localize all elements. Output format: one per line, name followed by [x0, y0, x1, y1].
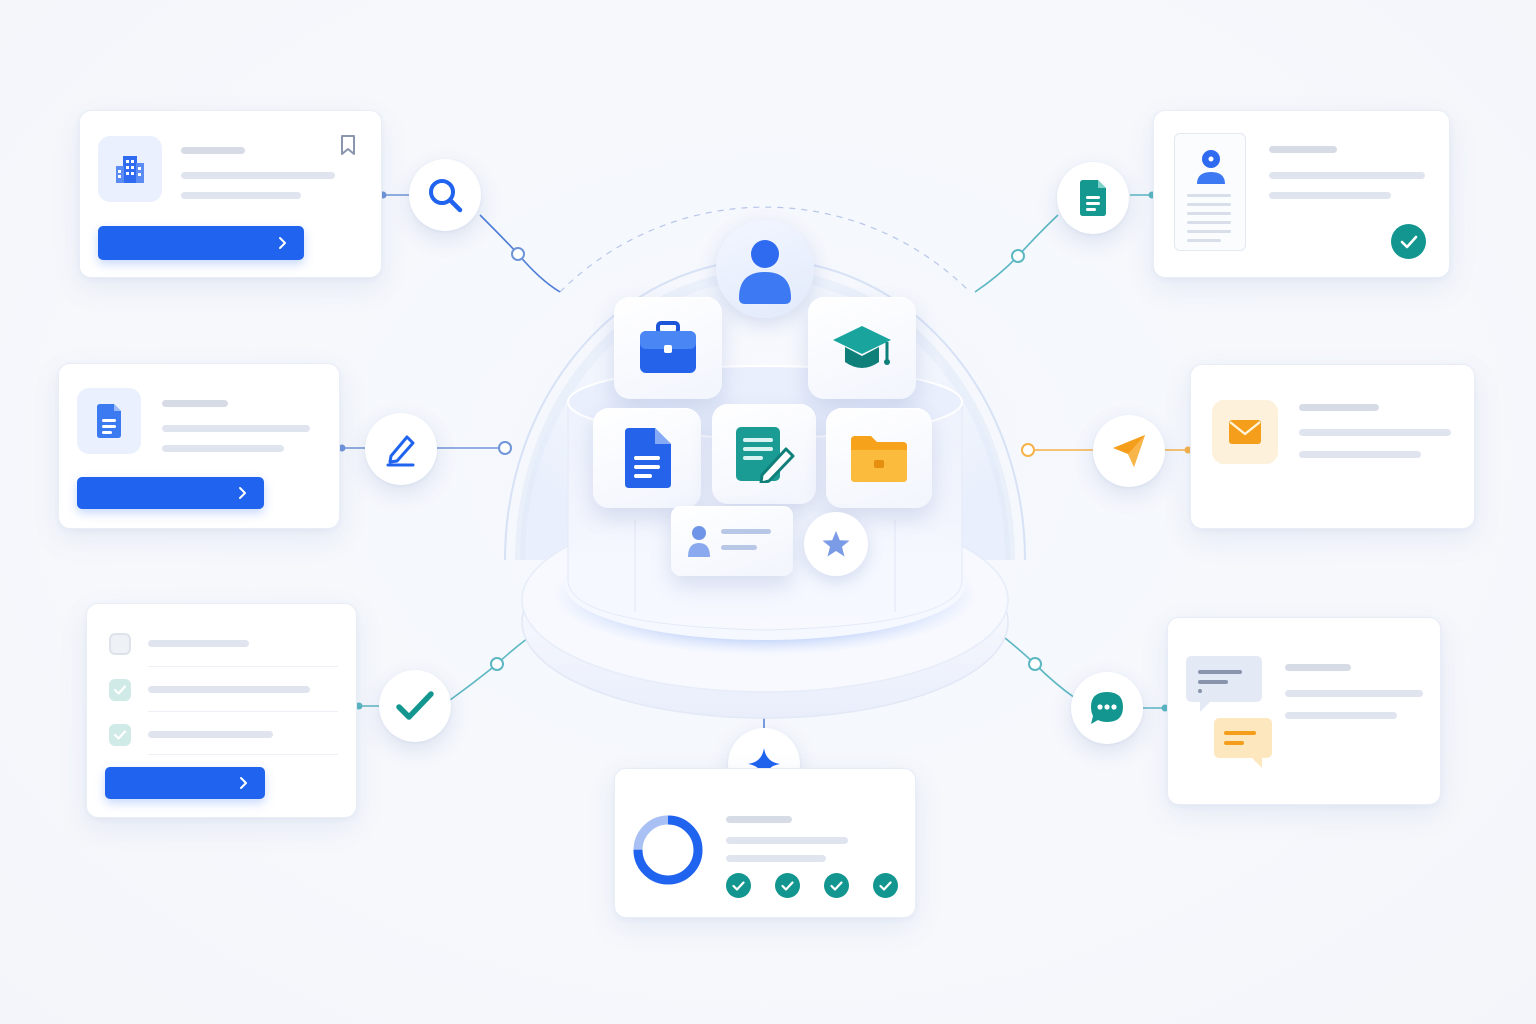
completed-check: [824, 873, 849, 898]
check-node[interactable]: [379, 670, 451, 742]
send-icon: [1113, 435, 1145, 467]
file-icon: [1080, 180, 1106, 216]
bookmark-icon[interactable]: [339, 134, 357, 156]
placeholder-line: [148, 640, 249, 647]
resume-card[interactable]: [1153, 110, 1450, 278]
divider: [148, 754, 338, 755]
edit-node[interactable]: [365, 413, 437, 485]
checkmark-icon: [781, 880, 794, 891]
checkmark-icon: [879, 880, 892, 891]
placeholder-line: [1285, 664, 1351, 671]
checkmark-icon: [830, 880, 843, 891]
mail-icon-tile: [1212, 400, 1278, 464]
placeholder-line: [181, 192, 301, 199]
checkmark-icon: [396, 691, 434, 720]
completed-check: [873, 873, 898, 898]
completed-check: [726, 873, 751, 898]
building-icon: [116, 156, 144, 183]
placeholder-line: [1285, 712, 1397, 719]
search-icon: [429, 179, 463, 213]
checklist-checkbox-checked[interactable]: [109, 679, 131, 701]
messages-card[interactable]: [1167, 617, 1441, 805]
placeholder-line: [726, 855, 826, 862]
send-node[interactable]: [1093, 415, 1165, 487]
document-tile[interactable]: [593, 408, 701, 508]
folder-tile[interactable]: [826, 408, 932, 508]
graduation-cap-icon: [833, 326, 891, 368]
company-icon-tile: [98, 136, 162, 202]
placeholder-line: [1299, 451, 1421, 458]
folder-icon: [851, 436, 907, 482]
divider: [148, 711, 338, 712]
document-icon: [97, 404, 121, 438]
document-card[interactable]: [58, 363, 340, 529]
placeholder-line: [1269, 192, 1391, 199]
checkmark-icon: [1400, 235, 1417, 248]
placeholder-line: [181, 147, 245, 154]
document-action-button[interactable]: [77, 477, 264, 509]
placeholder-line: [162, 445, 284, 452]
mail-icon: [1229, 420, 1261, 444]
placeholder-line: [726, 816, 792, 823]
company-action-button[interactable]: [98, 226, 304, 260]
star-icon: [822, 531, 850, 557]
edit-document-icon: [736, 427, 795, 483]
checkmark-icon: [732, 880, 745, 891]
placeholder-line: [181, 172, 335, 179]
placeholder-line: [1269, 146, 1337, 153]
checklist-action-button[interactable]: [105, 767, 265, 799]
work-tile[interactable]: [614, 297, 722, 399]
placeholder-line: [162, 400, 228, 407]
checklist-checkbox-checked[interactable]: [109, 724, 131, 746]
search-node[interactable]: [409, 159, 481, 231]
favorite-bubble[interactable]: [804, 512, 868, 576]
edit-tile[interactable]: [712, 404, 816, 504]
sparkle-icon: [748, 748, 780, 780]
document-icon: [625, 428, 671, 488]
placeholder-line: [162, 425, 310, 432]
chevron-right-icon: [279, 237, 286, 249]
progress-ring-fill: [633, 815, 703, 885]
briefcase-icon: [640, 321, 696, 373]
contact-card-icon: [688, 526, 771, 557]
file-node[interactable]: [1057, 162, 1129, 234]
chevron-right-icon: [240, 777, 247, 789]
placeholder-line: [1299, 429, 1451, 436]
progress-card[interactable]: [614, 768, 916, 918]
mail-card[interactable]: [1190, 364, 1475, 529]
completed-check: [775, 873, 800, 898]
document-icon-tile: [77, 388, 141, 454]
placeholder-line: [148, 686, 310, 693]
checklist-checkbox-unchecked[interactable]: [109, 633, 131, 655]
chevron-right-icon: [239, 487, 246, 499]
placeholder-line: [1299, 404, 1379, 411]
progress-ring-icon: [633, 815, 703, 885]
pencil-icon: [386, 435, 415, 467]
message-bubbles-icon: [1186, 656, 1272, 768]
user-icon: [739, 240, 791, 304]
chat-icon: [1091, 692, 1123, 724]
education-tile[interactable]: [808, 297, 916, 399]
checklist-card[interactable]: [86, 603, 357, 818]
company-card[interactable]: [79, 110, 382, 278]
placeholder-line: [148, 731, 273, 738]
divider: [148, 666, 338, 667]
profile-bubble[interactable]: [716, 220, 814, 318]
verified-badge: [1391, 224, 1426, 259]
placeholder-line: [1285, 690, 1423, 697]
checkmark-icon: [113, 685, 127, 695]
contact-card-tile[interactable]: [671, 506, 793, 576]
checkmark-icon: [113, 730, 127, 740]
resume-preview: [1174, 133, 1246, 251]
placeholder-line: [726, 837, 848, 844]
placeholder-line: [1269, 172, 1425, 179]
resume-icon: [1187, 150, 1231, 242]
chat-node[interactable]: [1071, 672, 1143, 744]
